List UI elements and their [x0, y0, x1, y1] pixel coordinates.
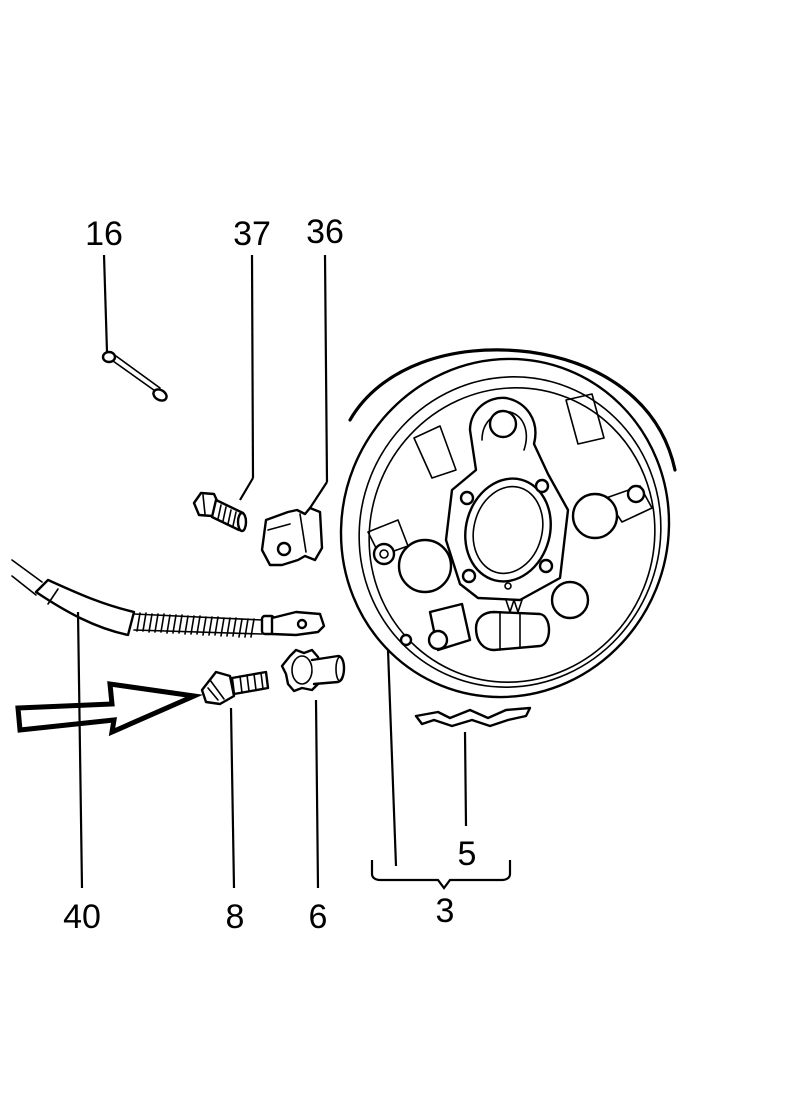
leader-40	[76, 611, 84, 889]
leader-3-plate	[386, 649, 398, 867]
arrow-right-outline-icon	[15, 681, 204, 737]
leader-37	[250, 254, 255, 479]
part-36-bracket	[260, 506, 324, 567]
part-16-retaining-pin	[101, 350, 168, 402]
bracket-3	[370, 860, 512, 890]
callout-40: 40	[63, 898, 101, 936]
cable-coil-spring	[133, 612, 263, 638]
callout-5: 5	[458, 835, 477, 873]
callout-labels: 16 37 36 40 8 6 5 3	[63, 213, 476, 936]
part-6-star-wheel	[280, 648, 346, 693]
leader-36	[323, 254, 329, 483]
part-40-brake-cable	[11, 559, 326, 638]
callout-37: 37	[233, 215, 271, 253]
callout-36: 36	[306, 213, 344, 251]
leader-6	[314, 699, 320, 889]
callout-6: 6	[309, 898, 328, 936]
part-3-brake-backplate	[339, 348, 677, 699]
callout-3: 3	[436, 892, 455, 930]
part-37-bolt	[192, 491, 248, 533]
leader-16	[102, 254, 109, 353]
leader-37-tip	[239, 477, 254, 501]
callout-16: 16	[85, 215, 123, 253]
part-8-adjuster-screw	[200, 670, 270, 706]
leader-36-tip	[309, 481, 328, 509]
leader-8	[229, 707, 236, 889]
leader-lines	[76, 254, 512, 890]
leader-5	[463, 731, 468, 827]
part-5-spring-plate	[414, 706, 532, 728]
callout-8: 8	[226, 898, 245, 936]
